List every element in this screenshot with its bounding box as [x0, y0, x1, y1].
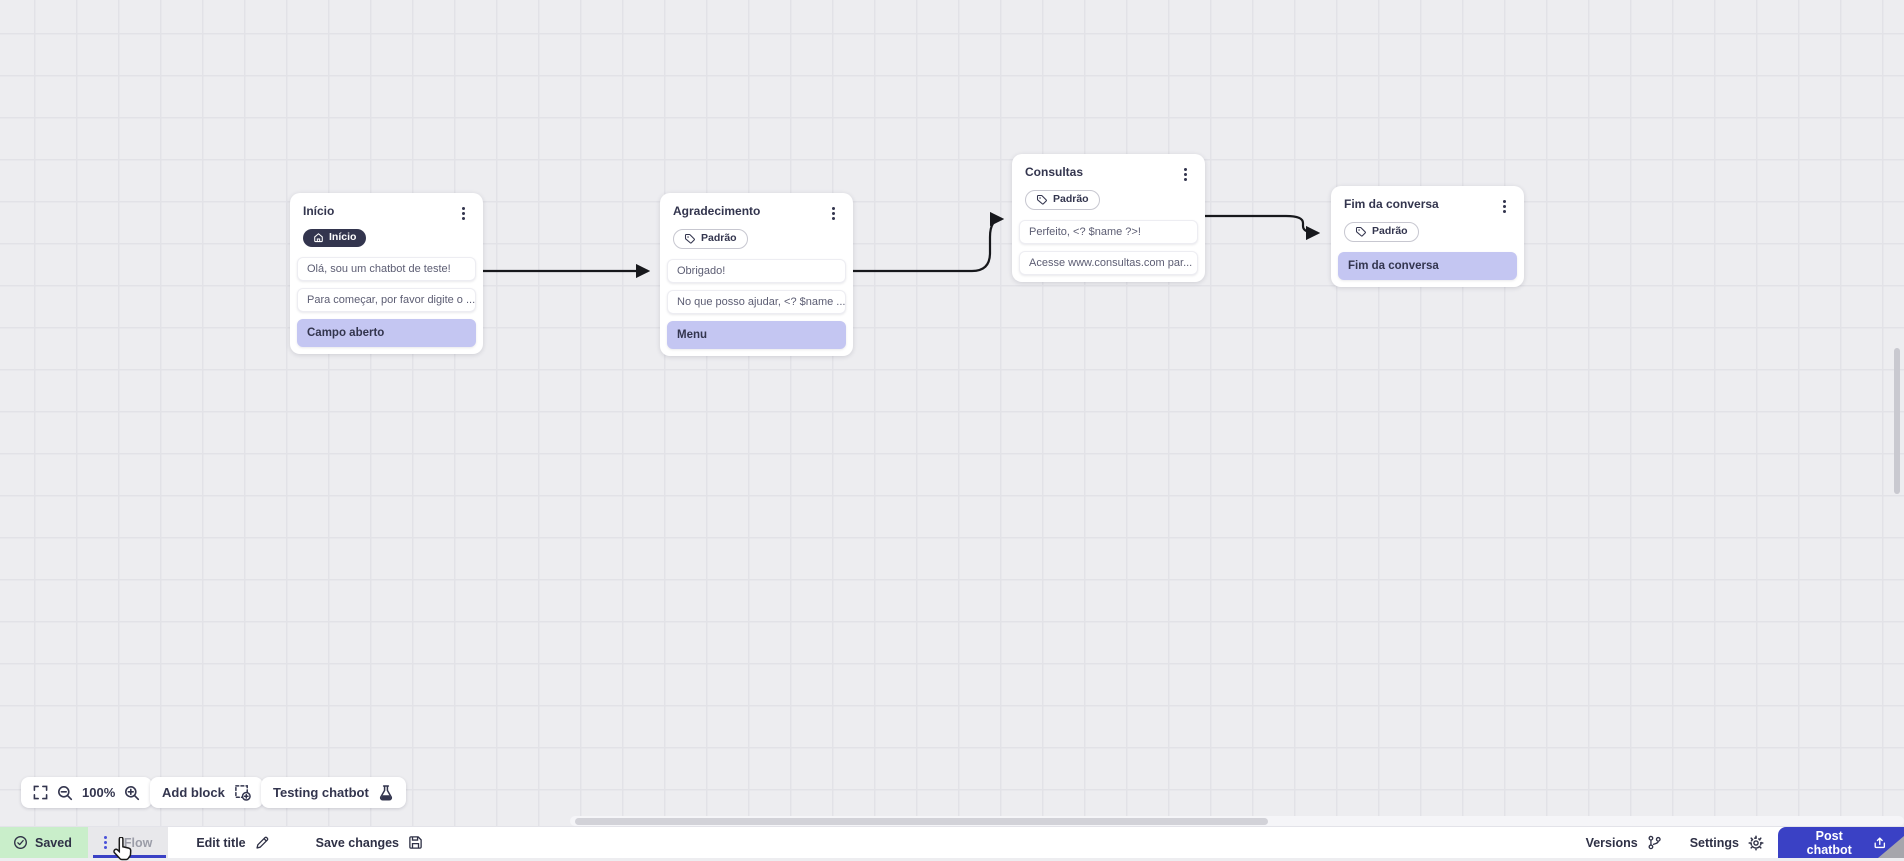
- tag-icon: [1355, 226, 1367, 238]
- save-changes-label: Save changes: [316, 836, 399, 850]
- message-row[interactable]: Para começar, por favor digite o ...: [297, 288, 476, 312]
- fullscreen-icon[interactable]: [33, 785, 48, 800]
- zoom-toolbar: 100%: [21, 777, 152, 808]
- tag-icon: [684, 233, 696, 245]
- saved-label: Saved: [35, 836, 72, 850]
- flask-icon: [378, 785, 394, 801]
- node-title: Fim da conversa: [1344, 197, 1439, 211]
- tag-icon: [1036, 194, 1048, 206]
- node-inicio[interactable]: Início Início Olá, sou um chatbot de tes…: [290, 193, 483, 354]
- node-type-badge: Padrão: [1344, 222, 1419, 242]
- saved-status-badge: Saved: [0, 827, 88, 858]
- add-block-icon: [234, 784, 251, 801]
- screen-corner-fold: [1878, 836, 1904, 858]
- horizontal-scrollbar-thumb[interactable]: [575, 818, 1268, 825]
- node-type-badge: Início: [303, 229, 366, 247]
- pencil-icon: [255, 835, 270, 850]
- end-block-row[interactable]: Fim da conversa: [1338, 252, 1517, 280]
- kebab-menu-icon[interactable]: [1178, 165, 1192, 183]
- flow-connectors: [0, 0, 1904, 826]
- node-title: Agradecimento: [673, 204, 760, 218]
- flow-canvas[interactable]: Início Início Olá, sou um chatbot de tes…: [0, 0, 1904, 826]
- input-block-row[interactable]: Menu: [667, 321, 846, 349]
- horizontal-scrollbar-track: [570, 816, 1904, 826]
- connector-agradecimento-consultas: [853, 219, 1002, 271]
- message-row[interactable]: No que posso ajudar, <? $name ...: [667, 290, 846, 314]
- vertical-scrollbar-thumb[interactable]: [1894, 348, 1900, 494]
- tab-flow[interactable]: Flow: [88, 827, 168, 858]
- branch-icon: [1647, 835, 1662, 850]
- save-icon: [408, 835, 423, 850]
- message-row[interactable]: Obrigado!: [667, 259, 846, 283]
- statusbar-spacer: [437, 827, 1572, 858]
- message-row[interactable]: Perfeito, <? $name ?>!: [1019, 220, 1198, 244]
- versions-label: Versions: [1586, 836, 1638, 850]
- save-changes-button[interactable]: Save changes: [302, 827, 437, 858]
- zoom-level: 100%: [82, 785, 115, 800]
- kebab-menu-icon[interactable]: [456, 204, 470, 222]
- node-title: Consultas: [1025, 165, 1083, 179]
- add-block-button[interactable]: Add block: [150, 777, 263, 808]
- zoom-out-icon[interactable]: [57, 785, 73, 801]
- flow-label: Flow: [124, 836, 152, 850]
- testing-chatbot-label: Testing chatbot: [273, 785, 369, 800]
- message-row[interactable]: Olá, sou um chatbot de teste!: [297, 257, 476, 281]
- settings-button[interactable]: Settings: [1676, 827, 1778, 858]
- flow-options-icon[interactable]: [99, 834, 113, 852]
- node-type-badge: Padrão: [673, 229, 748, 249]
- home-icon: [313, 232, 324, 243]
- node-agradecimento[interactable]: Agradecimento Padrão Obrigado! No que po…: [660, 193, 853, 356]
- check-circle-icon: [13, 835, 28, 850]
- kebab-menu-icon[interactable]: [1497, 197, 1511, 215]
- node-fim-da-conversa[interactable]: Fim da conversa Padrão Fim da conversa: [1331, 186, 1524, 287]
- add-block-label: Add block: [162, 785, 225, 800]
- node-type-badge: Padrão: [1025, 190, 1100, 210]
- gear-icon: [1748, 835, 1764, 851]
- connector-consultas-fim: [1205, 216, 1318, 233]
- node-title: Início: [303, 204, 334, 218]
- kebab-menu-icon[interactable]: [826, 204, 840, 222]
- edit-title-button[interactable]: Edit title: [182, 827, 283, 858]
- settings-label: Settings: [1690, 836, 1739, 850]
- input-block-row[interactable]: Campo aberto: [297, 319, 476, 347]
- versions-button[interactable]: Versions: [1572, 827, 1676, 858]
- edit-title-label: Edit title: [196, 836, 245, 850]
- node-consultas[interactable]: Consultas Padrão Perfeito, <? $name ?>! …: [1012, 154, 1205, 282]
- message-row[interactable]: Acesse www.consultas.com par...: [1019, 251, 1198, 275]
- status-bar: Saved Flow Edit title Save changes Versi…: [0, 826, 1904, 858]
- testing-chatbot-button[interactable]: Testing chatbot: [261, 777, 406, 808]
- zoom-in-icon[interactable]: [124, 785, 140, 801]
- post-chatbot-label: Post chatbot: [1795, 829, 1863, 857]
